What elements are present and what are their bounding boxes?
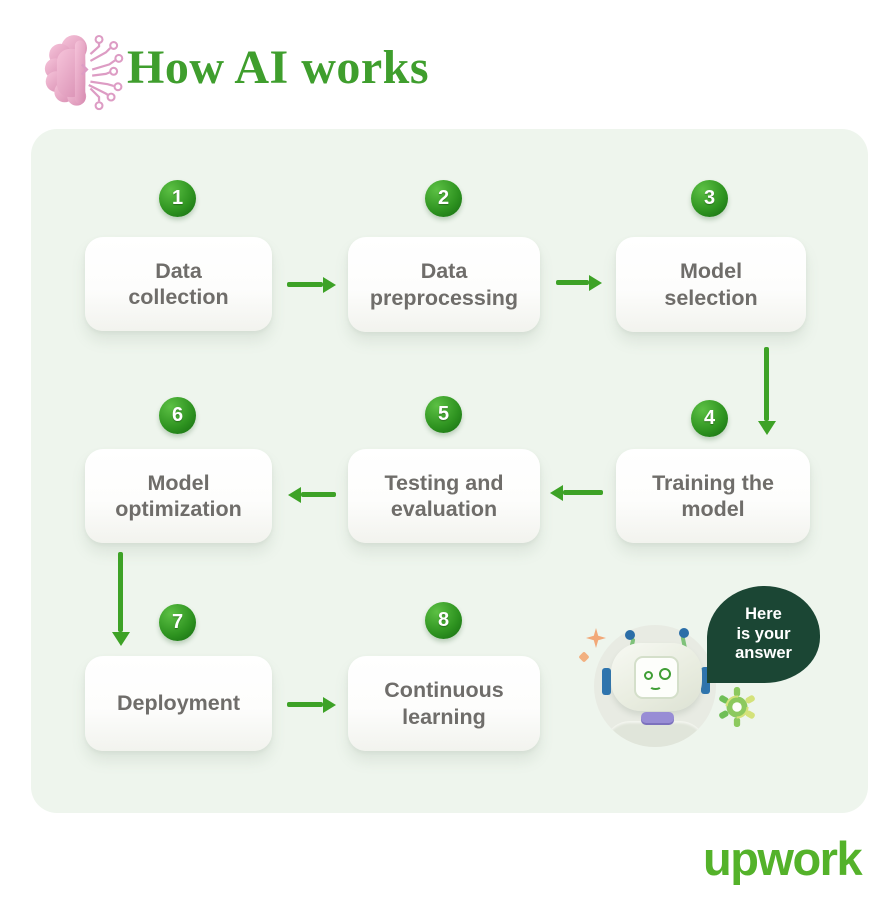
arrow-left-icon (563, 490, 603, 495)
step-card-data-collection: Data collection (85, 237, 272, 331)
step-card-training-the-model: Training the model (616, 449, 810, 543)
arrow-right-icon (287, 282, 323, 287)
arrow-right-icon (287, 702, 323, 707)
step-number-badge: 5 (425, 396, 462, 433)
step-card-deployment: Deployment (85, 656, 272, 751)
step-label: Training the model (652, 470, 774, 521)
robot-smile (649, 682, 662, 690)
arrow-left-icon (301, 492, 336, 497)
step-number-badge: 2 (425, 180, 462, 217)
step-card-testing-and-evaluation: Testing and evaluation (348, 449, 540, 543)
robot-ear (602, 668, 611, 695)
step-card-model-selection: Model selection (616, 237, 806, 332)
arrow-down-icon (118, 552, 123, 632)
step-label: Data preprocessing (369, 259, 519, 310)
robot-icon (611, 643, 702, 711)
step-label: Testing and evaluation (384, 470, 504, 521)
step-number-badge: 1 (159, 180, 196, 217)
robot-antenna-tip (625, 630, 635, 640)
robot-eye (659, 668, 671, 680)
step-label: Continuous learning (384, 678, 504, 729)
step-card-model-optimization: Model optimization (85, 449, 272, 543)
step-label: Data collection (128, 258, 229, 309)
arrow-down-icon (764, 347, 769, 421)
speech-bubble-text: Here is your answer (735, 605, 792, 663)
step-number-badge: 6 (159, 397, 196, 434)
step-number-badge: 7 (159, 604, 196, 641)
sparkle-icon (586, 628, 606, 648)
page-title: How AI works (127, 41, 430, 94)
step-number-badge: 3 (691, 180, 728, 217)
brain-circuit-icon (44, 34, 124, 111)
robot-ear (701, 667, 710, 694)
upwork-logo: upwork (703, 832, 863, 885)
robot-face-screen (634, 656, 679, 699)
robot-eye (644, 671, 653, 680)
step-card-data-preprocessing: Data preprocessing (348, 237, 540, 332)
step-label: Model optimization (115, 470, 242, 521)
arrow-right-icon (556, 280, 589, 285)
robot-collar (641, 712, 674, 723)
step-card-continuous-learning: Continuous learning (348, 656, 540, 751)
speech-bubble: Here is your answer (707, 586, 820, 683)
gear-icon (719, 687, 755, 727)
robot-antenna-tip (679, 628, 689, 638)
step-label: Deployment (116, 691, 241, 716)
robot-body (604, 721, 706, 747)
step-label: Model selection (664, 259, 758, 310)
step-number-badge: 8 (425, 602, 462, 639)
step-number-badge: 4 (691, 400, 728, 437)
